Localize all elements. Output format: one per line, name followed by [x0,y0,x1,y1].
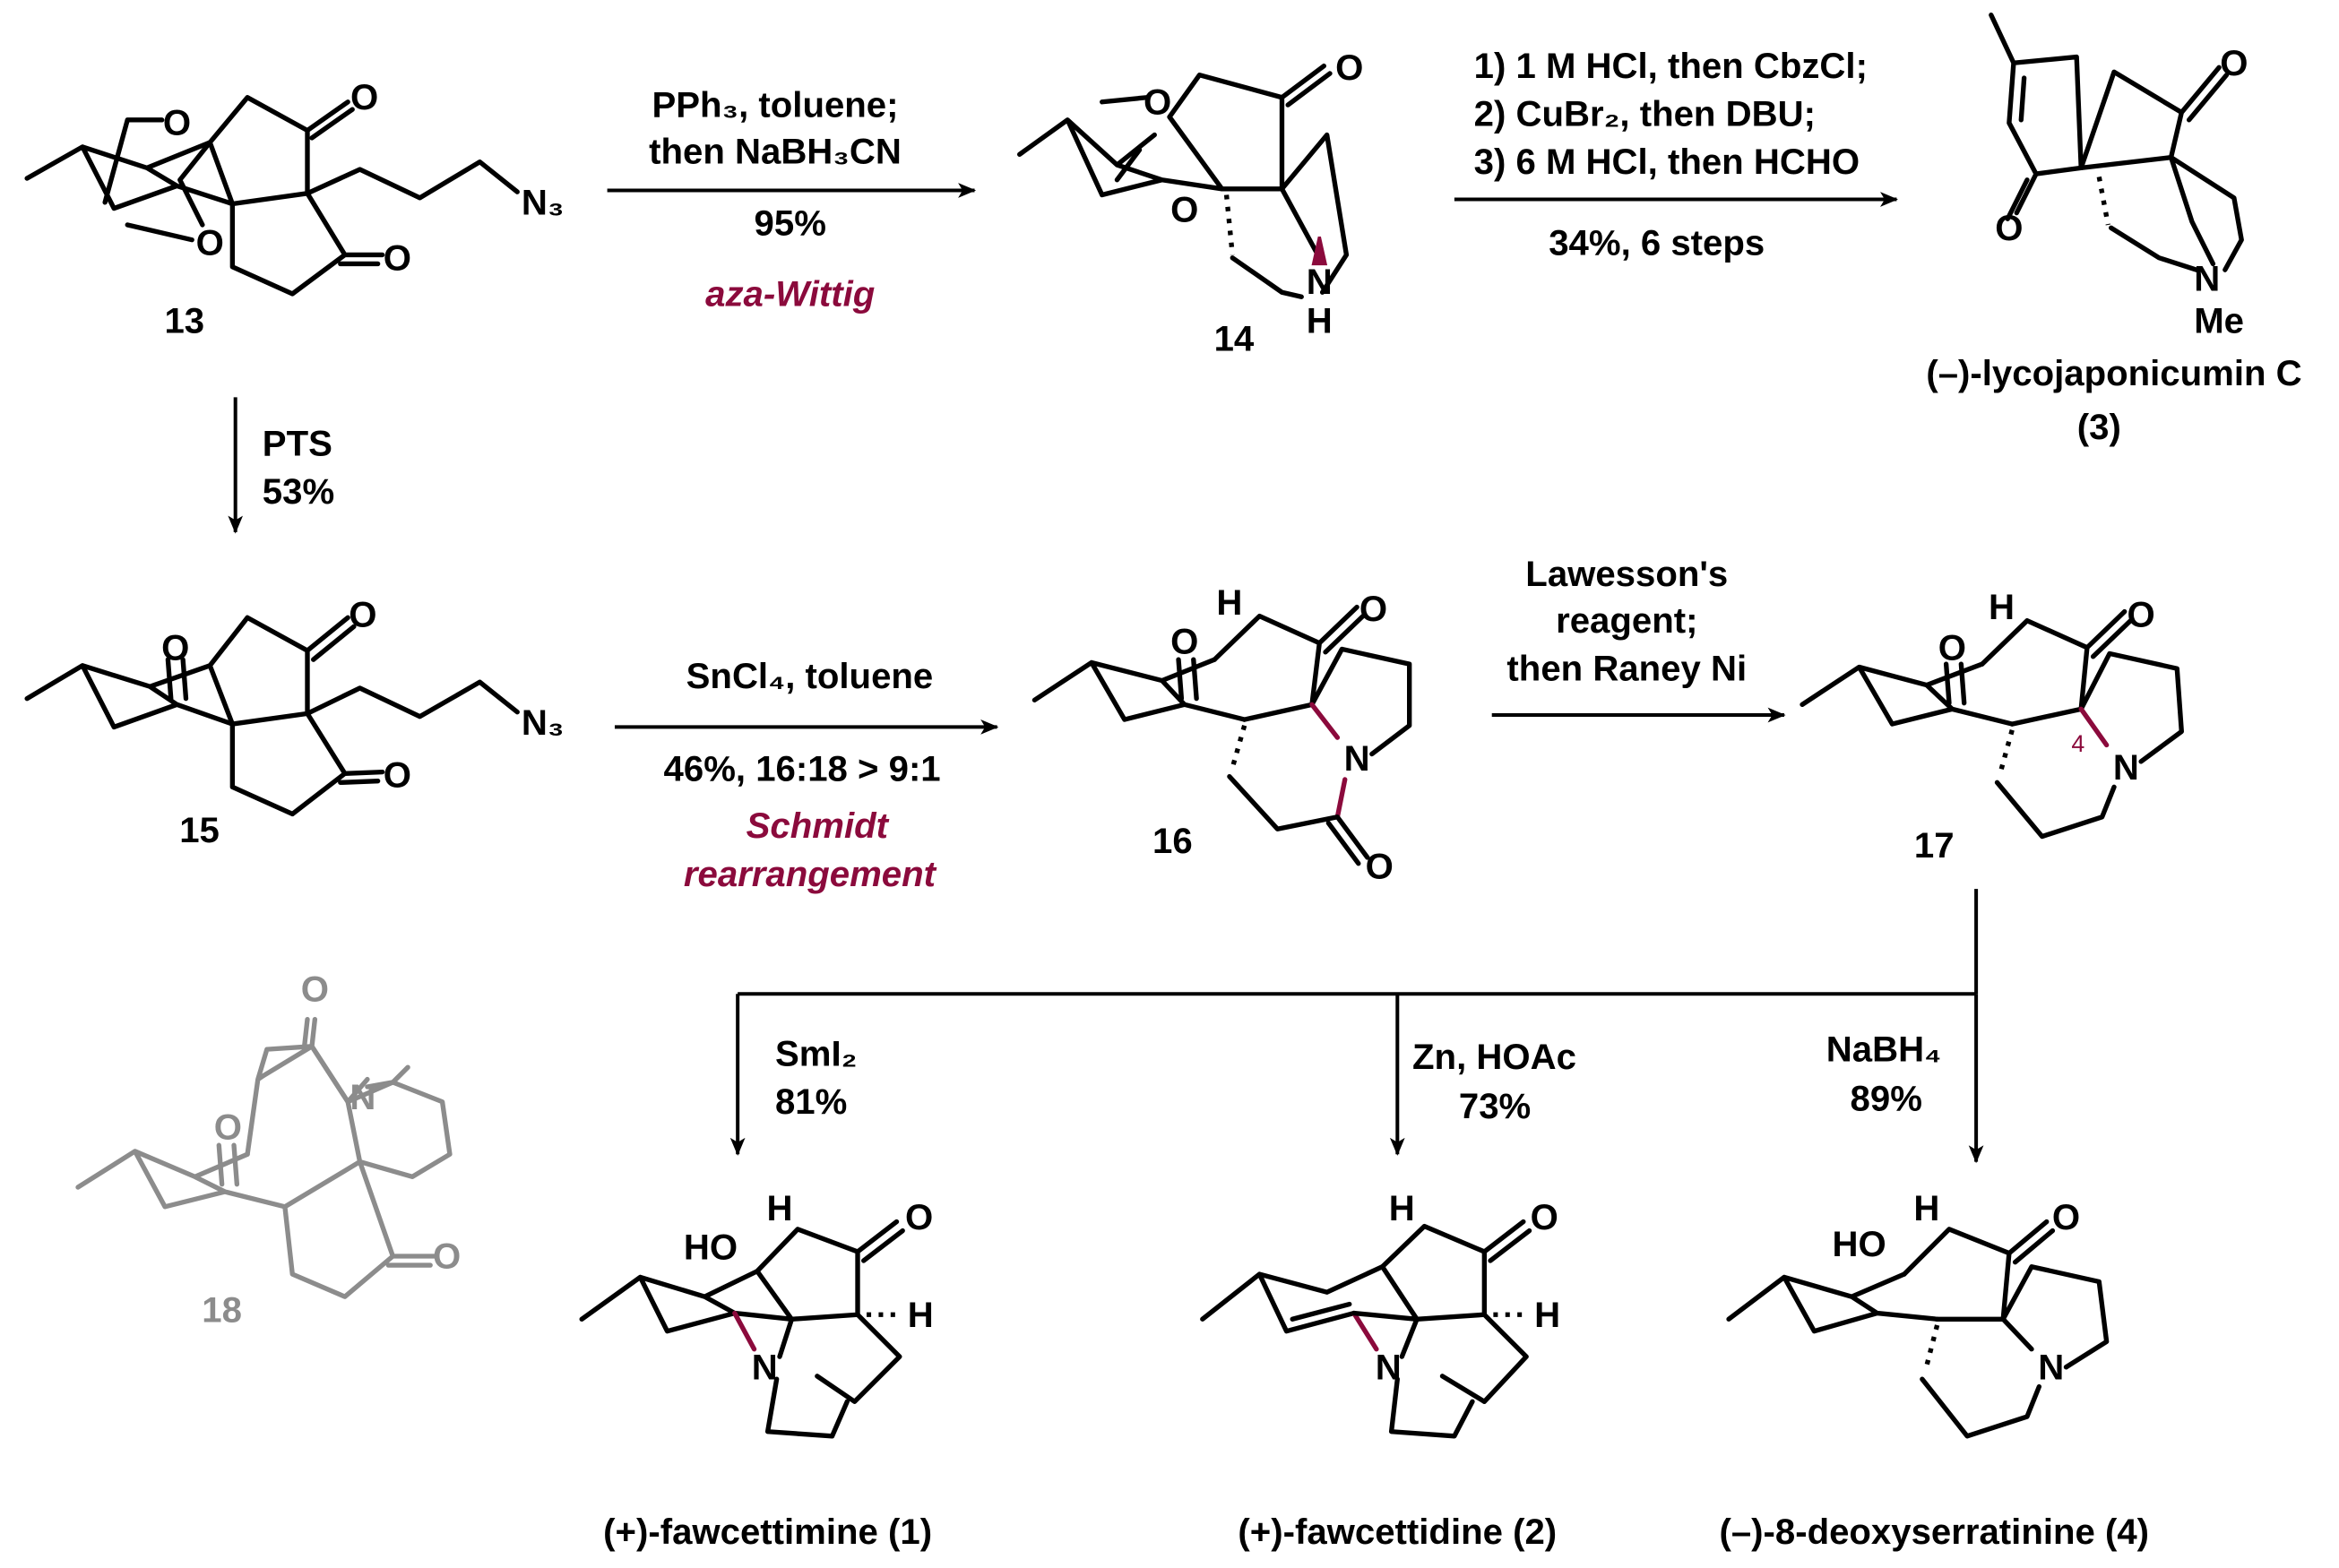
atom-label: O [1335,47,1363,88]
atom-label: O [1366,847,1394,887]
atom-label: H [1534,1295,1560,1335]
compound-number: 16 [1152,821,1193,861]
atom-label: O [1995,208,2023,248]
atom-label: O [1359,589,1387,629]
compound-18-structure: O N O O 18 [75,969,461,1331]
atom-label: O [433,1236,461,1277]
atom-label: H [1307,301,1333,341]
reagent-label: PTS [263,424,332,464]
compound-14-structure: O O O N H 14 [1017,47,1363,358]
compound-name: (+)-fawcettidine (2) [1238,1512,1557,1552]
compound-3-structure: O O N Me (–)-lycojaponicumin C (3) [1926,13,2302,447]
atom-label: H [1216,582,1242,623]
atom-label: H [1913,1188,1939,1228]
atom-label: N [2113,747,2139,788]
atom-label: H [908,1295,934,1335]
yield-label: 81% [775,1081,847,1122]
reagent-label: then Raney Ni [1506,649,1747,689]
atom-label: O [1938,627,1966,668]
compound-17-structure: H O O N 4 17 [1800,587,2184,866]
compound-1-structure: HO H O H N (+)-fawcettimine (1) [579,1188,934,1552]
atom-label: O [384,754,411,795]
reaction-name: Schmidt [747,806,890,846]
atom-label: H [1989,587,2015,627]
atom-label: O [161,627,189,668]
atom-label: Me [2194,301,2244,341]
reagent-label: reagent; [1556,600,1697,641]
atom-label: H [1389,1188,1415,1228]
yield-label: 53% [263,471,334,512]
atom-label: O [196,223,224,263]
atom-label: O [349,594,376,634]
branch-arrows-from-17: SmI₂ 81% Zn, HOAc 73% NaBH₄ 89% [729,889,1984,1164]
atom-label: O [905,1197,933,1237]
atom-label: O [2128,594,2155,634]
atom-label: O [214,1107,242,1148]
reagent-label: 2) CuBr₂, then DBU; [1474,94,1816,134]
atom-label: N [350,1077,375,1117]
reagent-label: NaBH₄ [1826,1030,1941,1070]
atom-label: O [301,969,329,1010]
reaction-name: aza-Wittig [705,273,875,314]
reagent-label: 3) 6 M HCl, then HCHO [1474,142,1860,182]
yield-label: 73% [1459,1086,1531,1126]
atom-label: N [2038,1347,2064,1387]
atom-label: N [2194,259,2220,299]
atom-label: H [767,1188,793,1228]
compound-number: 14 [1214,318,1255,358]
compound-name: (–)-lycojaponicumin C [1926,353,2301,393]
yield-label: 89% [1851,1079,1922,1119]
reagent-label: Lawesson's [1525,554,1728,594]
compound-name: (–)-8-deoxyserratinine (4) [1719,1512,2149,1552]
compound-2-structure: H O H N (+)-fawcettidine (2) [1200,1188,1560,1552]
atom-label: O [2220,43,2248,83]
compound-number: 17 [1914,825,1955,866]
compound-number: 13 [164,300,204,340]
step-16-to-17: Lawesson's reagent; then Raney Ni [1491,554,1786,723]
atom-label: O [1170,622,1198,662]
reaction-name: rearrangement [684,854,937,894]
reagent-label: SnCl₄, toluene [686,656,934,696]
atom-label: N [1376,1347,1402,1387]
compound-4-structure: HO H O N (–)-8-deoxyserratinine (4) [1719,1188,2149,1552]
reagent-label: SmI₂ [775,1034,857,1074]
atom-label: O [1531,1197,1558,1237]
step-13-to-15: PTS 53% [228,397,334,534]
atom-label: N [752,1347,778,1387]
compound-number: 18 [202,1290,242,1331]
compound-16-structure: H O O N O 16 [1031,582,1412,887]
atom-label: N [1307,262,1333,302]
compound-15-structure: O O O N₃ 15 [24,594,565,850]
atom-label: N₃ [522,182,565,222]
reagent-label: PPh₃, toluene; [652,84,898,125]
compound-13-structure: O O O O N₃ 13 [24,77,565,340]
yield-label: 95% [755,203,826,244]
atom-label: HO [1832,1224,1886,1264]
compound-name: (+)-fawcettimine (1) [603,1512,932,1552]
reagent-label: 1) 1 M HCl, then CbzCl; [1474,46,1868,86]
atom-label: O [384,237,411,278]
atom-label: HO [684,1227,738,1267]
atom-label: N [1344,738,1370,779]
atom-label: O [163,103,191,143]
compound-number: (3) [2077,407,2121,447]
atom-label: O [350,77,378,117]
reagent-label: Zn, HOAc [1412,1037,1576,1077]
step-15-to-16: SnCl₄, toluene 46%, 16:18 > 9:1 Schmidt … [614,656,999,894]
atom-label: O [2052,1197,2080,1237]
atom-number-label: 4 [2071,730,2084,757]
atom-label: N₃ [522,702,565,743]
atom-label: O [1170,190,1198,230]
step-14-to-3: 1) 1 M HCl, then CbzCl; 2) CuBr₂, then D… [1454,46,1899,263]
step-13-to-14: PPh₃, toluene; then NaBH₃CN 95% aza-Witt… [607,84,977,314]
compound-number: 15 [179,810,220,850]
reagent-label: then NaBH₃CN [649,131,902,171]
yield-label: 34%, 6 steps [1549,222,1765,263]
yield-label: 46%, 16:18 > 9:1 [664,749,941,789]
atom-label: O [1144,82,1171,122]
